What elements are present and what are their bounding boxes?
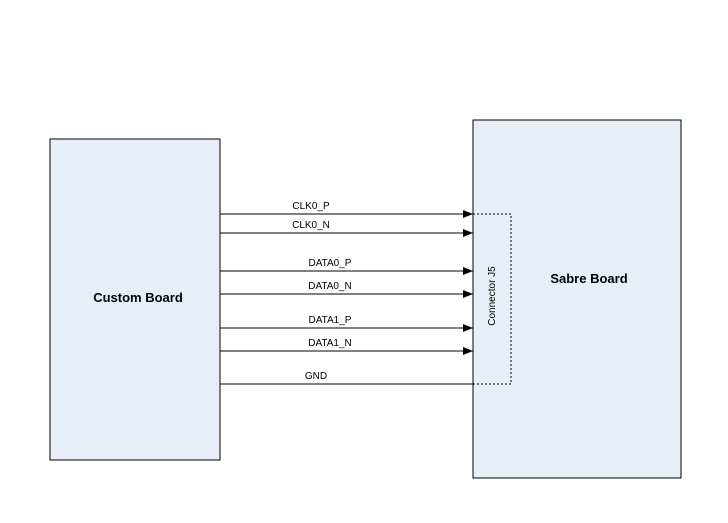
signal-label-data0-n: DATA0_N [308,281,352,292]
sabre-board-label: Sabre Board [550,271,627,286]
signal-label-clk0-n: CLK0_N [292,220,330,231]
signal-label-gnd: GND [305,371,327,382]
connector-j5-label: Connector J5 [487,266,498,326]
custom-board: Custom Board [49,138,221,461]
signal-lines: CLK0_P CLK0_N DATA0_P DATA0_N DATA1_P DATA1_N… [220,201,473,385]
signal-label-data1-n: DATA1_N [308,338,352,349]
sabre-board: Sabre Board [472,119,682,479]
custom-board-box [49,138,221,461]
signal-label-data1-p: DATA1_P [309,315,352,326]
signal-label-data0-p: DATA0_P [309,258,352,269]
signal-label-clk0-p: CLK0_P [292,201,330,212]
custom-board-label: Custom Board [93,290,183,305]
connector-j5: Connector J5 [472,213,512,385]
sabre-board-box [472,119,682,479]
